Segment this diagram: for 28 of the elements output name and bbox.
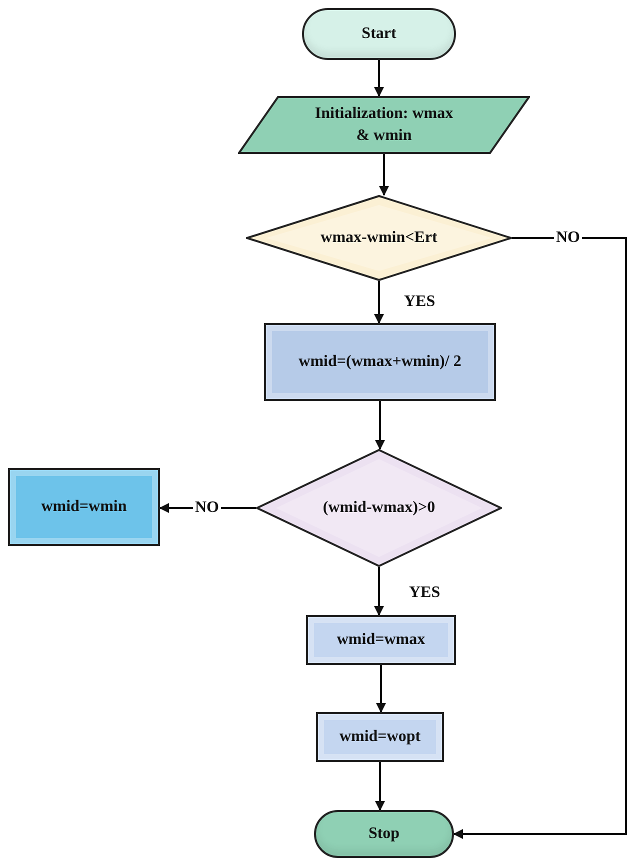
arrow (376, 665, 386, 713)
stop-terminal (314, 810, 454, 858)
arrow (374, 60, 384, 97)
arrow (453, 237, 627, 839)
node-text: Start (360, 24, 398, 44)
input-parallelogram (238, 96, 530, 154)
node-text: Stop (367, 824, 401, 844)
arrow (374, 281, 384, 324)
decision-diamond (246, 195, 512, 281)
edge-label: YES (409, 584, 440, 602)
arrow (374, 567, 384, 616)
node-text: wmax-wmin<Ert (320, 228, 438, 248)
edge-label: YES (404, 293, 436, 311)
arrow (375, 401, 385, 450)
process-box (316, 712, 444, 762)
arrow (375, 762, 385, 811)
node-text: Initialization: wmax & wmin (314, 104, 454, 146)
process-box (8, 468, 160, 546)
process-box (264, 323, 496, 401)
process-box (306, 615, 456, 665)
node-text: wmid=wopt (338, 727, 422, 747)
decision-diamond (256, 449, 502, 567)
node-text: (wmid-wmax)>0 (322, 498, 436, 518)
node-text: wmid=(wmax+wmin)/ 2 (298, 352, 462, 372)
node-text: wmid=wmin (40, 497, 128, 517)
node-text: wmid=wmax (336, 630, 426, 650)
arrow (379, 154, 389, 196)
start-terminal (302, 8, 456, 60)
